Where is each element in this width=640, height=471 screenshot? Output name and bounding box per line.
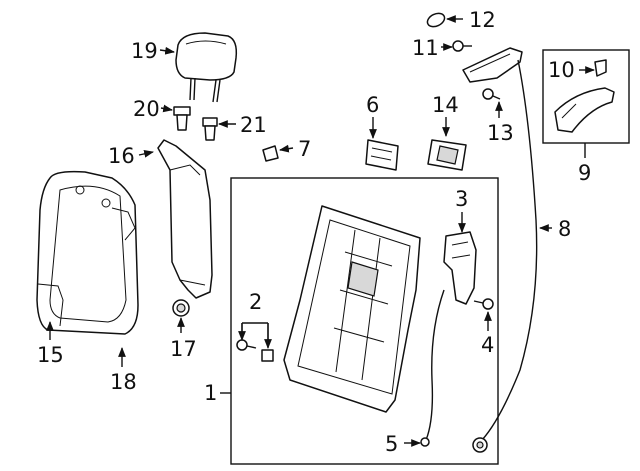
callout-10: 10 — [548, 58, 575, 82]
bezel-part — [427, 139, 467, 171]
callout-6: 6 — [366, 93, 379, 117]
callout-20: 20 — [133, 97, 160, 121]
callout-14: 14 — [432, 93, 459, 117]
leader-16 — [138, 150, 154, 158]
leader-7 — [279, 144, 294, 153]
callout-21: 21 — [240, 113, 267, 137]
callout-18: 18 — [110, 370, 137, 394]
inset-clip-part — [594, 59, 607, 77]
callout-4: 4 — [481, 333, 494, 357]
bracket-plate-part — [365, 139, 399, 171]
side-trim-part — [157, 139, 213, 299]
latch-part — [443, 231, 477, 305]
headrest-guide-21-part — [202, 117, 218, 141]
callout-2: 2 — [249, 290, 262, 314]
lever-part — [554, 87, 615, 133]
bolt-4-part — [473, 298, 494, 310]
callout-7: 7 — [298, 137, 311, 161]
callout-3: 3 — [455, 187, 468, 211]
leader-20 — [160, 104, 173, 113]
callout-16: 16 — [108, 144, 135, 168]
screw-13-part — [482, 88, 501, 100]
release-cable-part — [462, 47, 538, 453]
assembly-frame-box — [230, 177, 499, 465]
callout-11: 11 — [412, 36, 439, 60]
seat-back-frame-part — [283, 205, 421, 413]
callout-15: 15 — [37, 343, 64, 367]
callout-13: 13 — [487, 121, 514, 145]
callout-9: 9 — [578, 161, 591, 185]
leader-19 — [159, 46, 175, 55]
seat-back-cushion-part — [36, 170, 139, 335]
callout-5: 5 — [385, 432, 398, 456]
cap-part — [426, 12, 446, 28]
leader-lines — [46, 15, 595, 447]
headrest-guide-20-part — [173, 106, 191, 131]
headrest-part — [175, 32, 238, 103]
inset-box-9 — [542, 49, 630, 144]
latch-cable-part — [420, 289, 445, 447]
callout-19: 19 — [131, 39, 158, 63]
callout-17: 17 — [170, 337, 197, 361]
callout-12: 12 — [469, 8, 496, 32]
grommet-part — [172, 299, 190, 317]
screw-11-part — [452, 40, 472, 52]
callout-1: 1 — [204, 381, 217, 405]
callout-8: 8 — [558, 217, 571, 241]
clip-part — [262, 145, 279, 162]
callout-labels: 1 2 3 4 5 6 7 8 9 10 11 12 13 14 15 16 1… — [37, 8, 591, 456]
